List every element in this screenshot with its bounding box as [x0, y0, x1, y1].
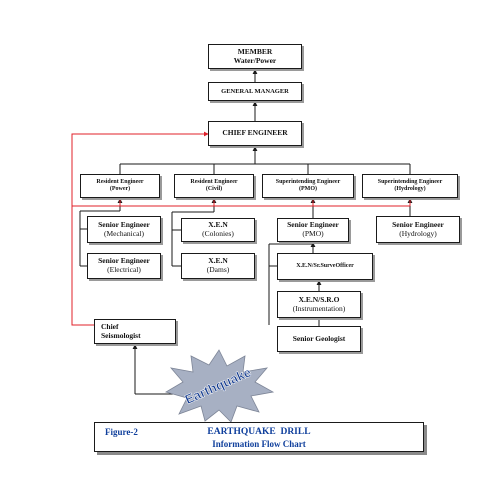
- earthquake-burst-shape: [164, 349, 275, 423]
- general-manager-box: GENERAL MANAGER: [208, 82, 302, 101]
- xen-sro-instrumentation-box: X.E.N/S.R.O (Instrumentation): [277, 291, 361, 318]
- node-line: (Mechanical): [104, 228, 144, 238]
- resident-engineer-power-box: Resident Engineer (Power): [80, 174, 160, 198]
- senior-engineer-hydrology-box: Senior Engineer (Hydrology): [376, 216, 460, 243]
- node-line: Senior Engineer: [98, 256, 150, 266]
- senior-engineer-mechanical-box: Senior Engineer (Mechanical): [87, 216, 161, 243]
- node-line: Senior Engineer: [98, 219, 150, 229]
- senior-engineer-electrical-box: Senior Engineer (Electrical): [87, 253, 161, 279]
- node-line: (Electrical): [107, 265, 141, 274]
- node-line: Seismologist: [101, 330, 141, 340]
- member-box: MEMBER Water/Power: [208, 44, 302, 69]
- resident-engineer-civil-box: Resident Engineer (Civil): [174, 174, 254, 198]
- chief-engineer-label: CHIEF ENGINEER: [222, 128, 288, 138]
- alert-line-to-ce: [71, 131, 209, 326]
- superintending-engineer-pmo-box: Superintending Engineer (PMO): [262, 174, 354, 198]
- member-title: MEMBER: [237, 46, 273, 56]
- senior-geologist-box: Senior Geologist: [277, 326, 361, 352]
- node-line: X.E.N: [208, 220, 228, 230]
- node-line: Resident Engineer: [96, 179, 144, 186]
- node-line: (Hydrology): [394, 186, 426, 192]
- node-line: Senior Geologist: [292, 333, 346, 343]
- node-line: Senior Engineer: [287, 220, 339, 230]
- node-line: (Civil): [205, 186, 223, 192]
- node-line: (Instrumentation): [292, 303, 346, 313]
- chief-engineer-box: CHIEF ENGINEER: [208, 121, 302, 146]
- node-line: X.E.N: [208, 256, 228, 266]
- senior-engineer-pmo-box: Senior Engineer (PMO): [277, 218, 349, 242]
- node-line: (Colonies): [202, 229, 234, 238]
- node-line: Chief: [101, 321, 119, 331]
- node-line: (PMO): [302, 229, 324, 238]
- caption-subtitle: Information Flow Chart: [212, 439, 306, 449]
- xen-dams-box: X.E.N (Dams): [181, 253, 255, 279]
- node-line: (Dams): [206, 265, 230, 274]
- member-subtitle: Water/Power: [233, 55, 277, 65]
- figure-number: Figure-2: [105, 427, 138, 437]
- superintending-engineer-hydrology-box: Superintending Engineer (Hydrology): [362, 174, 458, 198]
- node-line: (Hydrology): [399, 228, 437, 238]
- xen-sr-survey-officer-box: X.E.N/Sr.SurveOfficer: [277, 253, 373, 280]
- node-line: Senior Engineer: [392, 219, 444, 229]
- node-line: (Power): [109, 186, 131, 192]
- chief-seismologist-box: Chief Seismologist: [94, 319, 176, 344]
- figure-caption: Figure-2 EARTHQUAKE DRILL Information Fl…: [94, 422, 424, 452]
- earthquake-burst-icon: Earthquake: [164, 349, 275, 423]
- node-line: Superintending Engineer: [275, 179, 341, 186]
- node-line: Resident Engineer: [190, 179, 238, 186]
- caption-title: EARTHQUAKE DRILL: [207, 427, 311, 437]
- general-manager-label: GENERAL MANAGER: [221, 87, 289, 95]
- node-line: (PMO): [299, 186, 317, 192]
- node-line: X.E.N/Sr.SurveOfficer: [296, 263, 354, 270]
- node-line: Superintending Engineer: [377, 179, 443, 186]
- xen-colonies-box: X.E.N (Colonies): [181, 218, 255, 242]
- node-line: X.E.N/S.R.O: [298, 294, 340, 304]
